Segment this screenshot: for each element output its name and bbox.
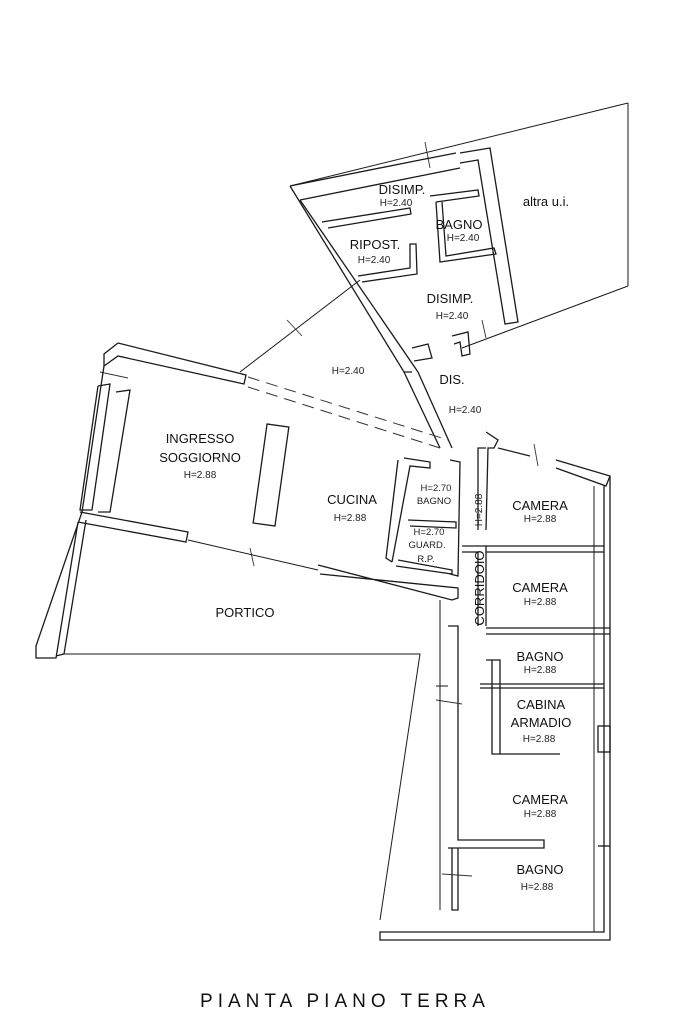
cucina-height: H=2.88 <box>334 513 367 524</box>
camera3-height: H=2.88 <box>524 809 557 820</box>
corridoio-name: CORRIDOIO <box>472 550 487 625</box>
camera2-height: H=2.88 <box>524 597 557 608</box>
disimp-mid-name: DISIMP. <box>427 291 474 306</box>
soggiorno-name-2: SOGGIORNO <box>159 450 241 465</box>
ripost-name: RIPOST. <box>350 237 401 252</box>
cucina-name: CUCINA <box>327 492 377 507</box>
boundary-lines <box>99 102 629 379</box>
portico-name: PORTICO <box>216 605 275 620</box>
bagno-top-height: H=2.40 <box>447 233 480 244</box>
living-block-walls <box>35 342 459 659</box>
ripost-height: H=2.40 <box>358 255 391 266</box>
portico-outline <box>62 600 441 921</box>
camera1-height: H=2.88 <box>524 514 557 525</box>
camera1-name: CAMERA <box>512 498 568 513</box>
disimp-mid-height: H=2.40 <box>436 311 469 322</box>
cabina-name-1: CABINA <box>517 697 566 712</box>
cabina-height: H=2.88 <box>523 734 556 745</box>
plan-title: PIANTA PIANO TERRA <box>200 991 490 1012</box>
dashed-opening <box>247 376 449 449</box>
disimp-top-name: DISIMP. <box>379 182 426 197</box>
corridoio-height: H=2.88 <box>474 493 485 526</box>
bagno-small-name: BAGNO <box>417 496 451 507</box>
camera2-name: CAMERA <box>512 580 568 595</box>
cabina-name-2: ARMADIO <box>511 715 572 730</box>
soggiorno-height: H=2.88 <box>184 470 217 481</box>
dis-height: H=2.40 <box>449 405 482 416</box>
guard-height: H=2.70 <box>414 527 445 538</box>
bagno-bottom-name: BAGNO <box>517 862 564 877</box>
soggiorno-name-1: INGRESSO <box>166 431 235 446</box>
guard-extra: R.P. <box>417 554 434 565</box>
bagno-bottom-height: H=2.88 <box>521 882 554 893</box>
guard-name: GUARD. <box>409 540 446 551</box>
dis-name: DIS. <box>439 372 464 387</box>
altra-label: altra u.i. <box>523 194 569 209</box>
bagno-small-height: H=2.70 <box>421 483 452 494</box>
bagno-right-name: BAGNO <box>517 649 564 664</box>
open-area-height: H=2.40 <box>332 366 365 377</box>
bagno-right-height: H=2.88 <box>524 665 557 676</box>
service-rooms-walls <box>385 457 461 577</box>
north-wing-walls <box>289 147 519 449</box>
bagno-top-name: BAGNO <box>436 217 483 232</box>
disimp-top-height: H=2.40 <box>380 198 413 209</box>
camera3-name: CAMERA <box>512 792 568 807</box>
room-labels: DISIMP. H=2.40 BAGNO H=2.40 altra u.i. R… <box>159 182 571 893</box>
east-wing-walls <box>379 431 611 941</box>
